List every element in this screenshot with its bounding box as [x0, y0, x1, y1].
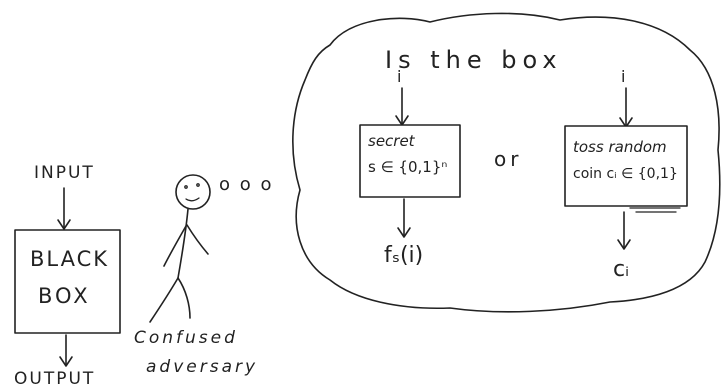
- toss-box-line1: toss random: [573, 138, 667, 156]
- right-output-label: cᵢ: [613, 257, 629, 282]
- secret-box-line1: secret: [368, 132, 416, 150]
- adversary-arm-right: [186, 224, 209, 255]
- left-output-arrow: [397, 198, 411, 238]
- input-arrow: [57, 187, 71, 230]
- question-text: Is the box: [385, 46, 563, 74]
- secret-box-line2: s ∈ {0,1}ⁿ: [368, 158, 447, 176]
- adversary-caption-line2: adversary: [146, 357, 258, 377]
- black-box: [14, 229, 121, 334]
- output-label: OUTPUT: [14, 369, 95, 387]
- adversary-leg-right: [177, 277, 191, 319]
- thought-cloud: [292, 12, 721, 313]
- adversary-caption-line1: Confused: [134, 328, 238, 348]
- adversary-figure: [149, 174, 211, 323]
- left-input-label: i: [397, 67, 401, 86]
- toss-box-scribble: [629, 207, 681, 213]
- adversary-arm-left: [163, 225, 187, 267]
- left-output-label: fₛ(i): [384, 243, 423, 268]
- right-input-arrow: [619, 87, 633, 128]
- or-text: or: [494, 147, 522, 171]
- black-box-label-line1: BLACK: [30, 247, 109, 271]
- output-arrow: [59, 334, 73, 367]
- thought-dots: o o o: [219, 174, 273, 195]
- black-box-label-line2: BOX: [38, 284, 91, 308]
- right-input-label: i: [621, 67, 625, 86]
- adversary-leg-left: [149, 277, 179, 323]
- right-output-arrow: [617, 211, 631, 250]
- toss-box: [564, 125, 688, 207]
- left-input-arrow: [395, 87, 409, 126]
- adversary-body: [177, 208, 189, 279]
- adversary-head: [175, 174, 211, 210]
- secret-box: [359, 124, 461, 198]
- toss-box-line2: coin cᵢ ∈ {0,1}: [573, 166, 678, 182]
- input-label: INPUT: [34, 163, 95, 183]
